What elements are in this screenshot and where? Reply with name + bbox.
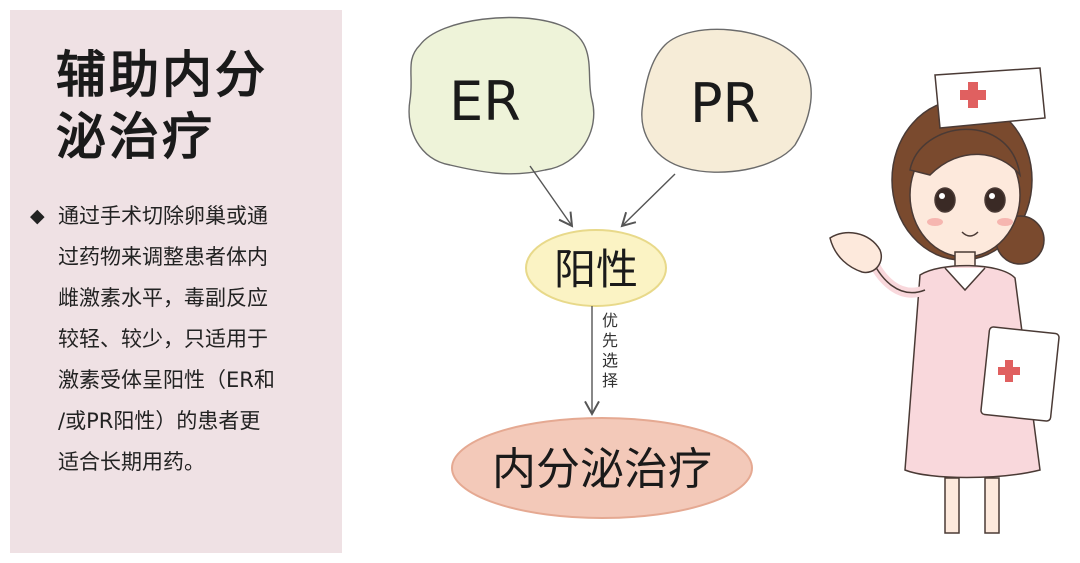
- arrow-pr-to-positive: [620, 173, 676, 228]
- edge-label-char-3: 选: [602, 351, 618, 370]
- description-line-7: 适合长期用药。: [58, 450, 205, 474]
- positive-node-shape: [525, 229, 667, 307]
- edge-label-char-4: 择: [602, 371, 618, 390]
- node-positive: 阳性: [554, 245, 638, 294]
- node-therapy: 内分泌治疗: [492, 444, 712, 495]
- page-title: 辅助内分 泌治疗: [56, 44, 326, 168]
- description-line-4: 较轻、较少，只适用于: [58, 327, 268, 351]
- edge-label-char-2: 先: [602, 331, 618, 350]
- description-line-5: 激素受体呈阳性（ER和: [58, 368, 275, 392]
- node-pr: PR: [690, 72, 760, 135]
- description: ◆ 通过手术切除卵巢或通 过药物来调整患者体内 雌激素水平，毒副反应 较轻、较少…: [30, 196, 330, 483]
- description-line-6: /或PR阳性）的患者更: [58, 409, 261, 433]
- arrow-er-to-positive: [529, 165, 574, 228]
- description-line-1: 通过手术切除卵巢或通: [58, 204, 268, 228]
- title-line-2: 泌治疗: [56, 108, 215, 166]
- pr-cloud-shape: [641, 28, 812, 173]
- bullet-icon: ◆: [30, 205, 45, 227]
- title-line-1: 辅助内分: [56, 46, 268, 104]
- edge-label: 优 先 选 择: [602, 311, 618, 390]
- description-line-2: 过药物来调整患者体内: [58, 245, 268, 269]
- therapy-node-shape: [451, 417, 753, 519]
- node-er: ER: [449, 70, 521, 133]
- description-line-3: 雌激素水平，毒副反应: [58, 286, 268, 310]
- er-cloud-shape: [408, 16, 595, 175]
- edge-label-char-1: 优: [602, 311, 618, 330]
- nurse-icon: [829, 67, 1060, 534]
- text-panel: [10, 10, 342, 553]
